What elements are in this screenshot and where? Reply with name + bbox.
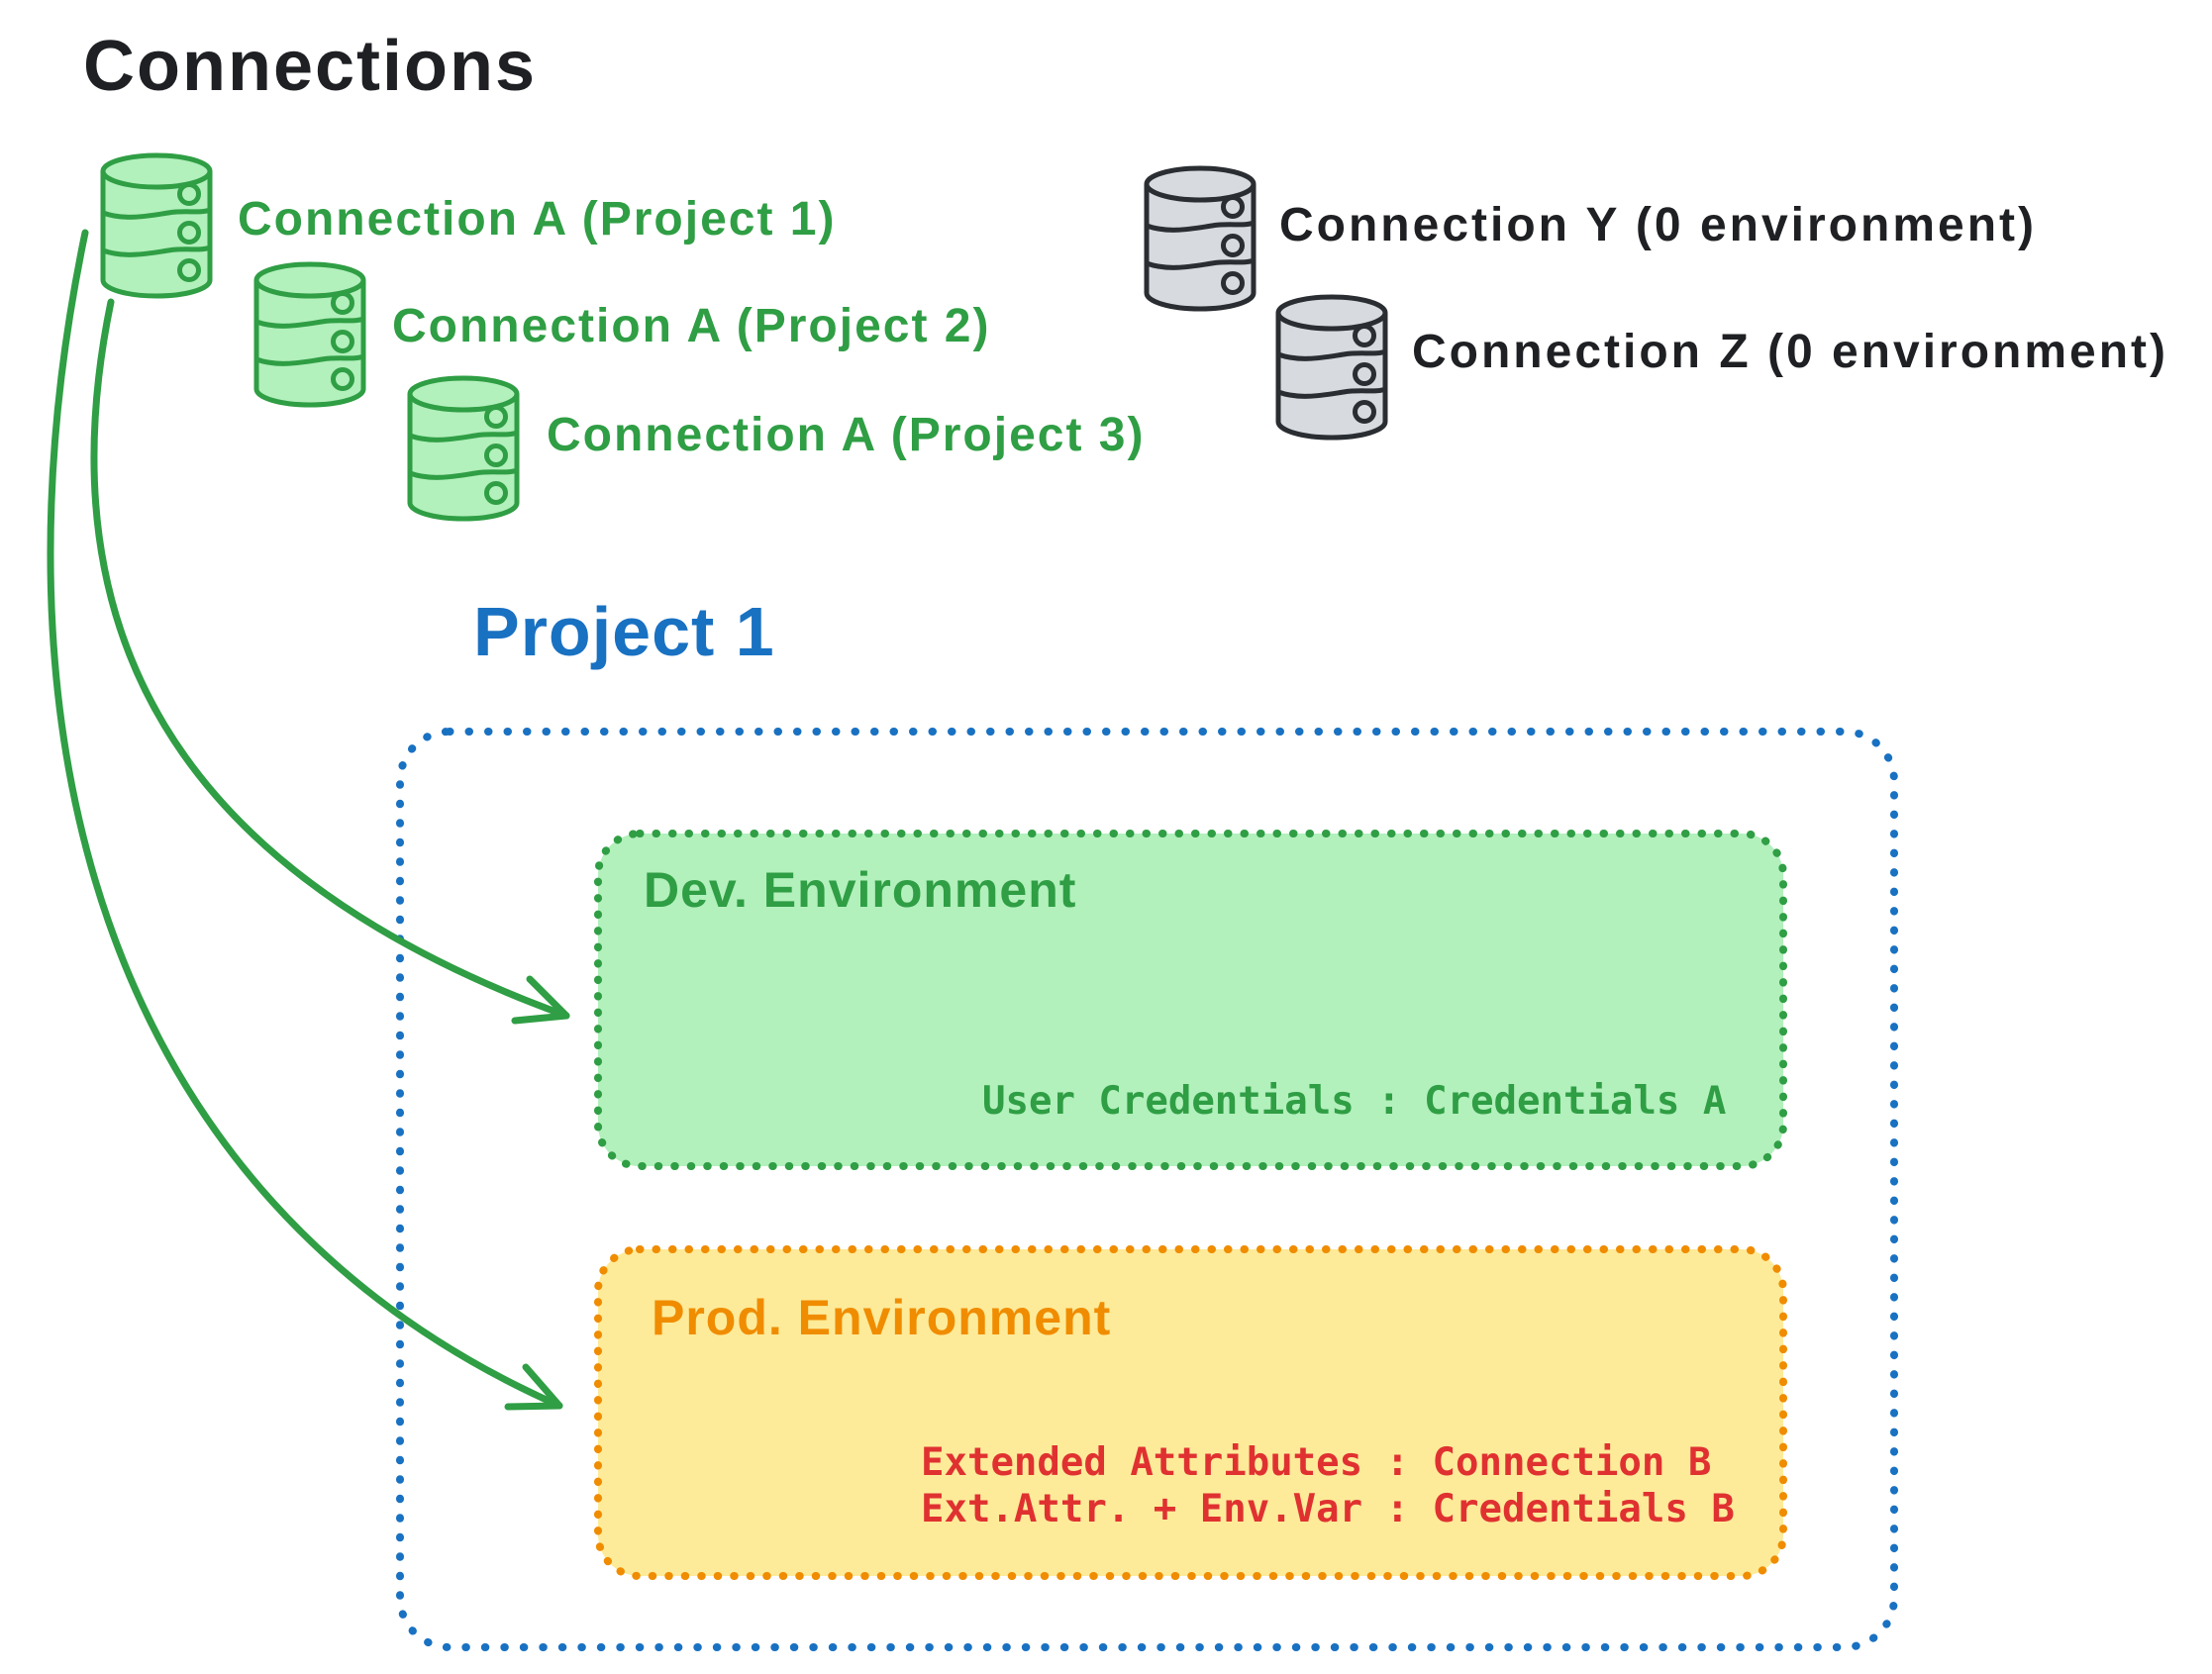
connection-z-label: Connection Z (0 environment) <box>1412 326 2169 378</box>
connection-a-project-3-label: Connection A (Project 3) <box>547 409 1146 461</box>
database-icon-connection-a-project-3 <box>404 374 523 523</box>
connection-a-project-1-label: Connection A (Project 1) <box>238 193 837 246</box>
database-icon-connection-z <box>1272 293 1391 442</box>
prod-environment-mappings: Extended Attributes : Connection B Ext.A… <box>921 1439 1735 1532</box>
prod-mapping-extended-attributes: Extended Attributes : Connection B <box>921 1440 1712 1485</box>
project-1-title: Project 1 <box>473 593 775 670</box>
dev-environment-box <box>594 830 1787 1170</box>
prod-environment-title: Prod. Environment <box>652 1290 1112 1345</box>
arrow-connection-a-to-prod-environment <box>47 229 563 1411</box>
dev-environment-credentials-mapping: User Credentials : Credentials A <box>982 1079 1727 1124</box>
connection-y-label: Connection Y (0 environment) <box>1279 199 2037 251</box>
project-1-box <box>396 728 1898 1651</box>
connection-a-project-2-label: Connection A (Project 2) <box>392 300 991 352</box>
prod-mapping-ext-attr-env-var: Ext.Attr. + Env.Var : Credentials B <box>921 1487 1735 1531</box>
dev-environment-title: Dev. Environment <box>644 862 1077 918</box>
prod-environment-box <box>594 1245 1787 1580</box>
database-icon-connection-y <box>1141 164 1259 313</box>
connections-title: Connections <box>83 27 538 106</box>
database-icon-connection-a-project-1 <box>97 151 216 300</box>
arrow-connection-a-to-dev-environment <box>90 298 570 1025</box>
database-icon-connection-a-project-2 <box>251 260 369 409</box>
